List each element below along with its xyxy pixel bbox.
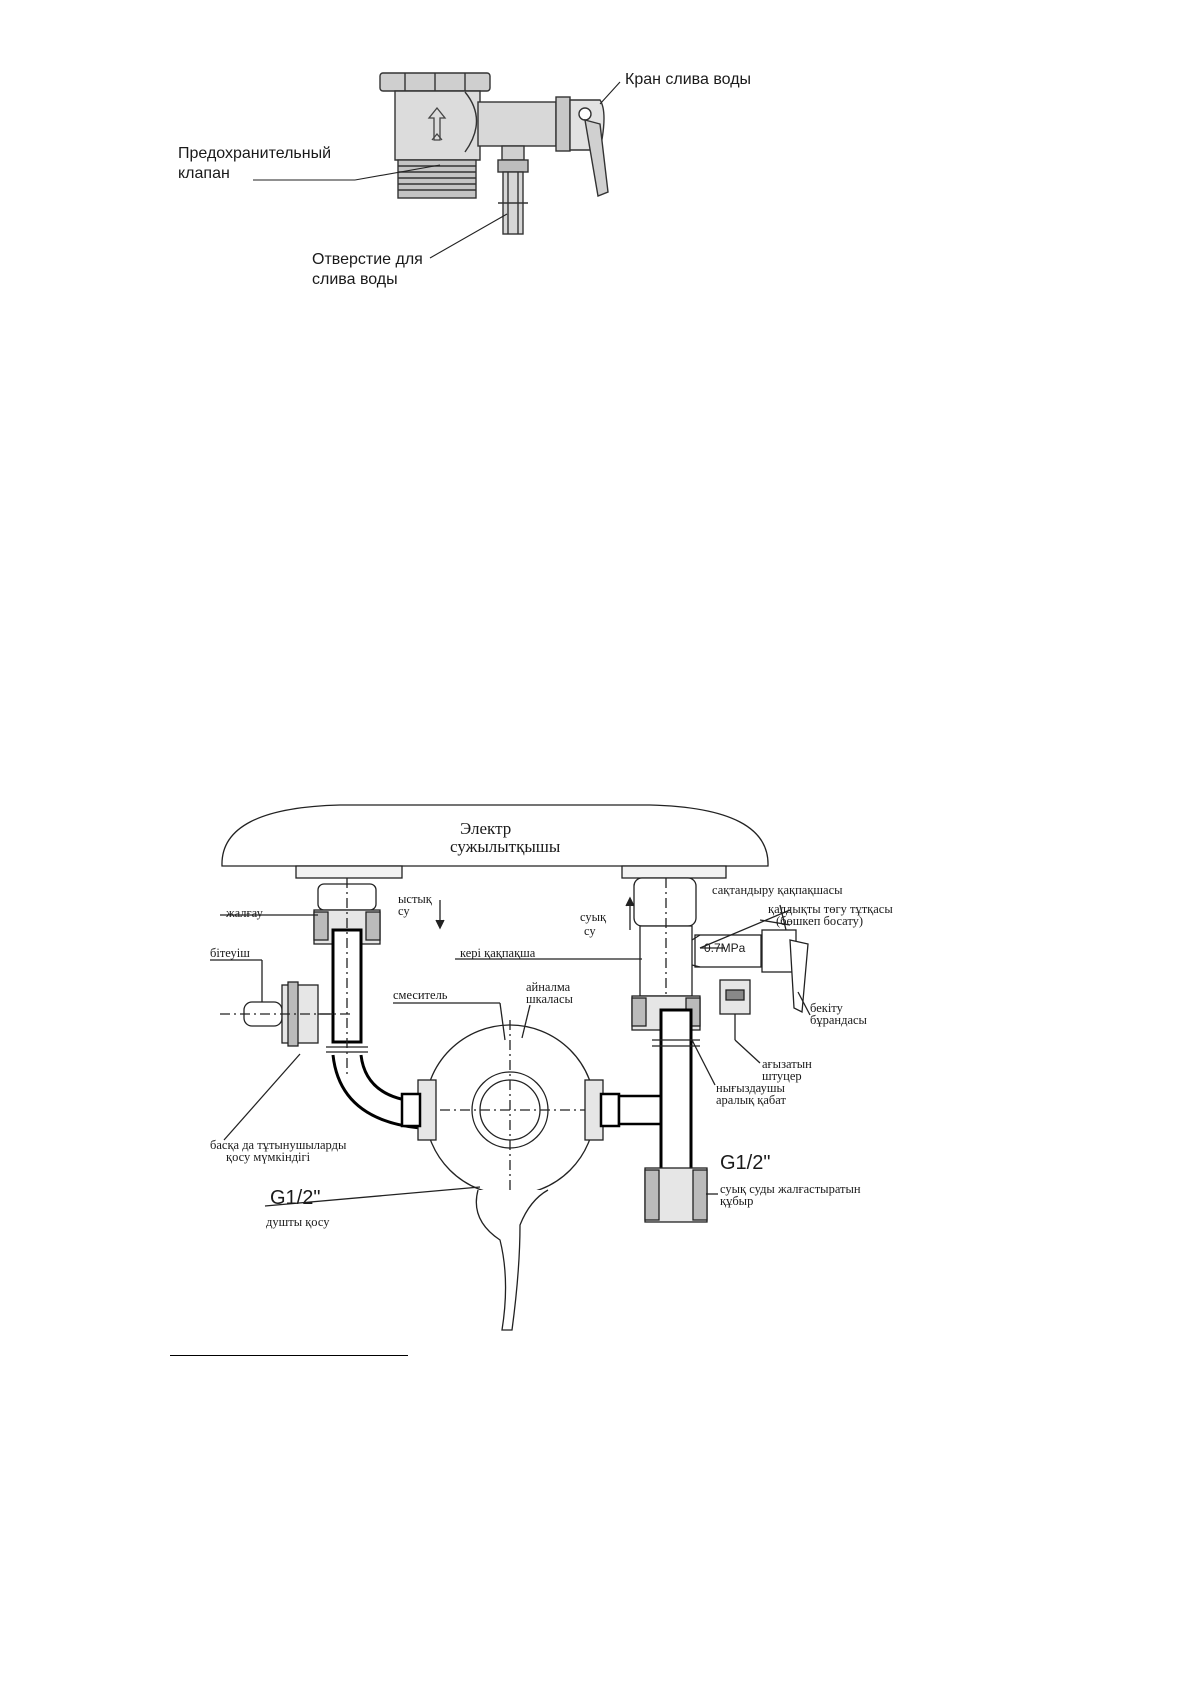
safety-valve-drawing [253,72,621,259]
label-fixing-bolt-line2: бұрандасы [810,1013,867,1027]
label-gasket-line1: нығыздаушы [716,1081,785,1095]
label-mixer: смеситель [393,988,448,1002]
drain-tap-lever [584,119,609,197]
label-cold-water-line2: су [584,924,596,938]
label-safety-valve-line1: Предохранительный [178,145,332,162]
heater-tank [221,804,769,867]
label-hot-water-line1: ыстық [398,892,432,906]
label-safety-valve-cap: сақтандыру қақпақшасы [712,883,843,897]
label-coupling: жалғау [226,906,263,920]
fixing-bolt-lever [789,939,809,1014]
heater-title-line1: Электр [460,819,512,838]
label-hot-water-line2: су [398,904,410,918]
label-drain-fitting-line1: ағызатын [762,1057,812,1071]
heater-title-line2: сужылытқышы [450,837,561,856]
label-cold-pipe-line1: суық суды жалғастыратын [720,1182,861,1196]
label-drain-hole-line1: Отверстие для [312,251,423,268]
label-cold-pipe-line2: құбыр [720,1194,754,1208]
label-other-consumers-line1: басқа да тұтынушыларды [210,1138,347,1152]
footnote-separator [170,1355,408,1356]
label-check-valve: кері қақпақша [460,946,536,960]
thread-size-left: G1/2" [270,1187,321,1209]
thread-size-right: G1/2" [720,1152,771,1174]
label-drain-fitting-line2: штуцер [762,1069,802,1083]
label-scale-line1: айналма [526,980,571,994]
label-scale-line2: шкаласы [526,992,573,1006]
valve-body [394,90,481,161]
label-shower: душты қосу [266,1215,330,1229]
pressure-value: 0.7MPa [704,941,746,955]
cold-mixer-pipe [617,1094,663,1126]
label-drain-hole-line2: слива воды [312,271,398,288]
label-cold-water-line1: суық [580,910,607,924]
safety-valve-body [633,877,697,927]
label-drain-handle-line1: қалдықты төгу тұтқасы [768,902,893,916]
pressure-box [694,934,762,968]
shower-spout [475,1189,549,1331]
label-plug: бітеуіш [210,946,250,960]
label-other-consumers-line2: қосу мүмкіндігі [226,1150,311,1164]
label-gasket-line2: аралық қабат [716,1093,786,1107]
label-fixing-bolt-line1: бекіту [810,1001,843,1015]
label-safety-valve-line2: клапан [178,165,230,182]
label-drain-tap: Кран слива воды [625,71,752,88]
label-drain-handle-line2: (бөшкеп босату) [776,914,864,928]
